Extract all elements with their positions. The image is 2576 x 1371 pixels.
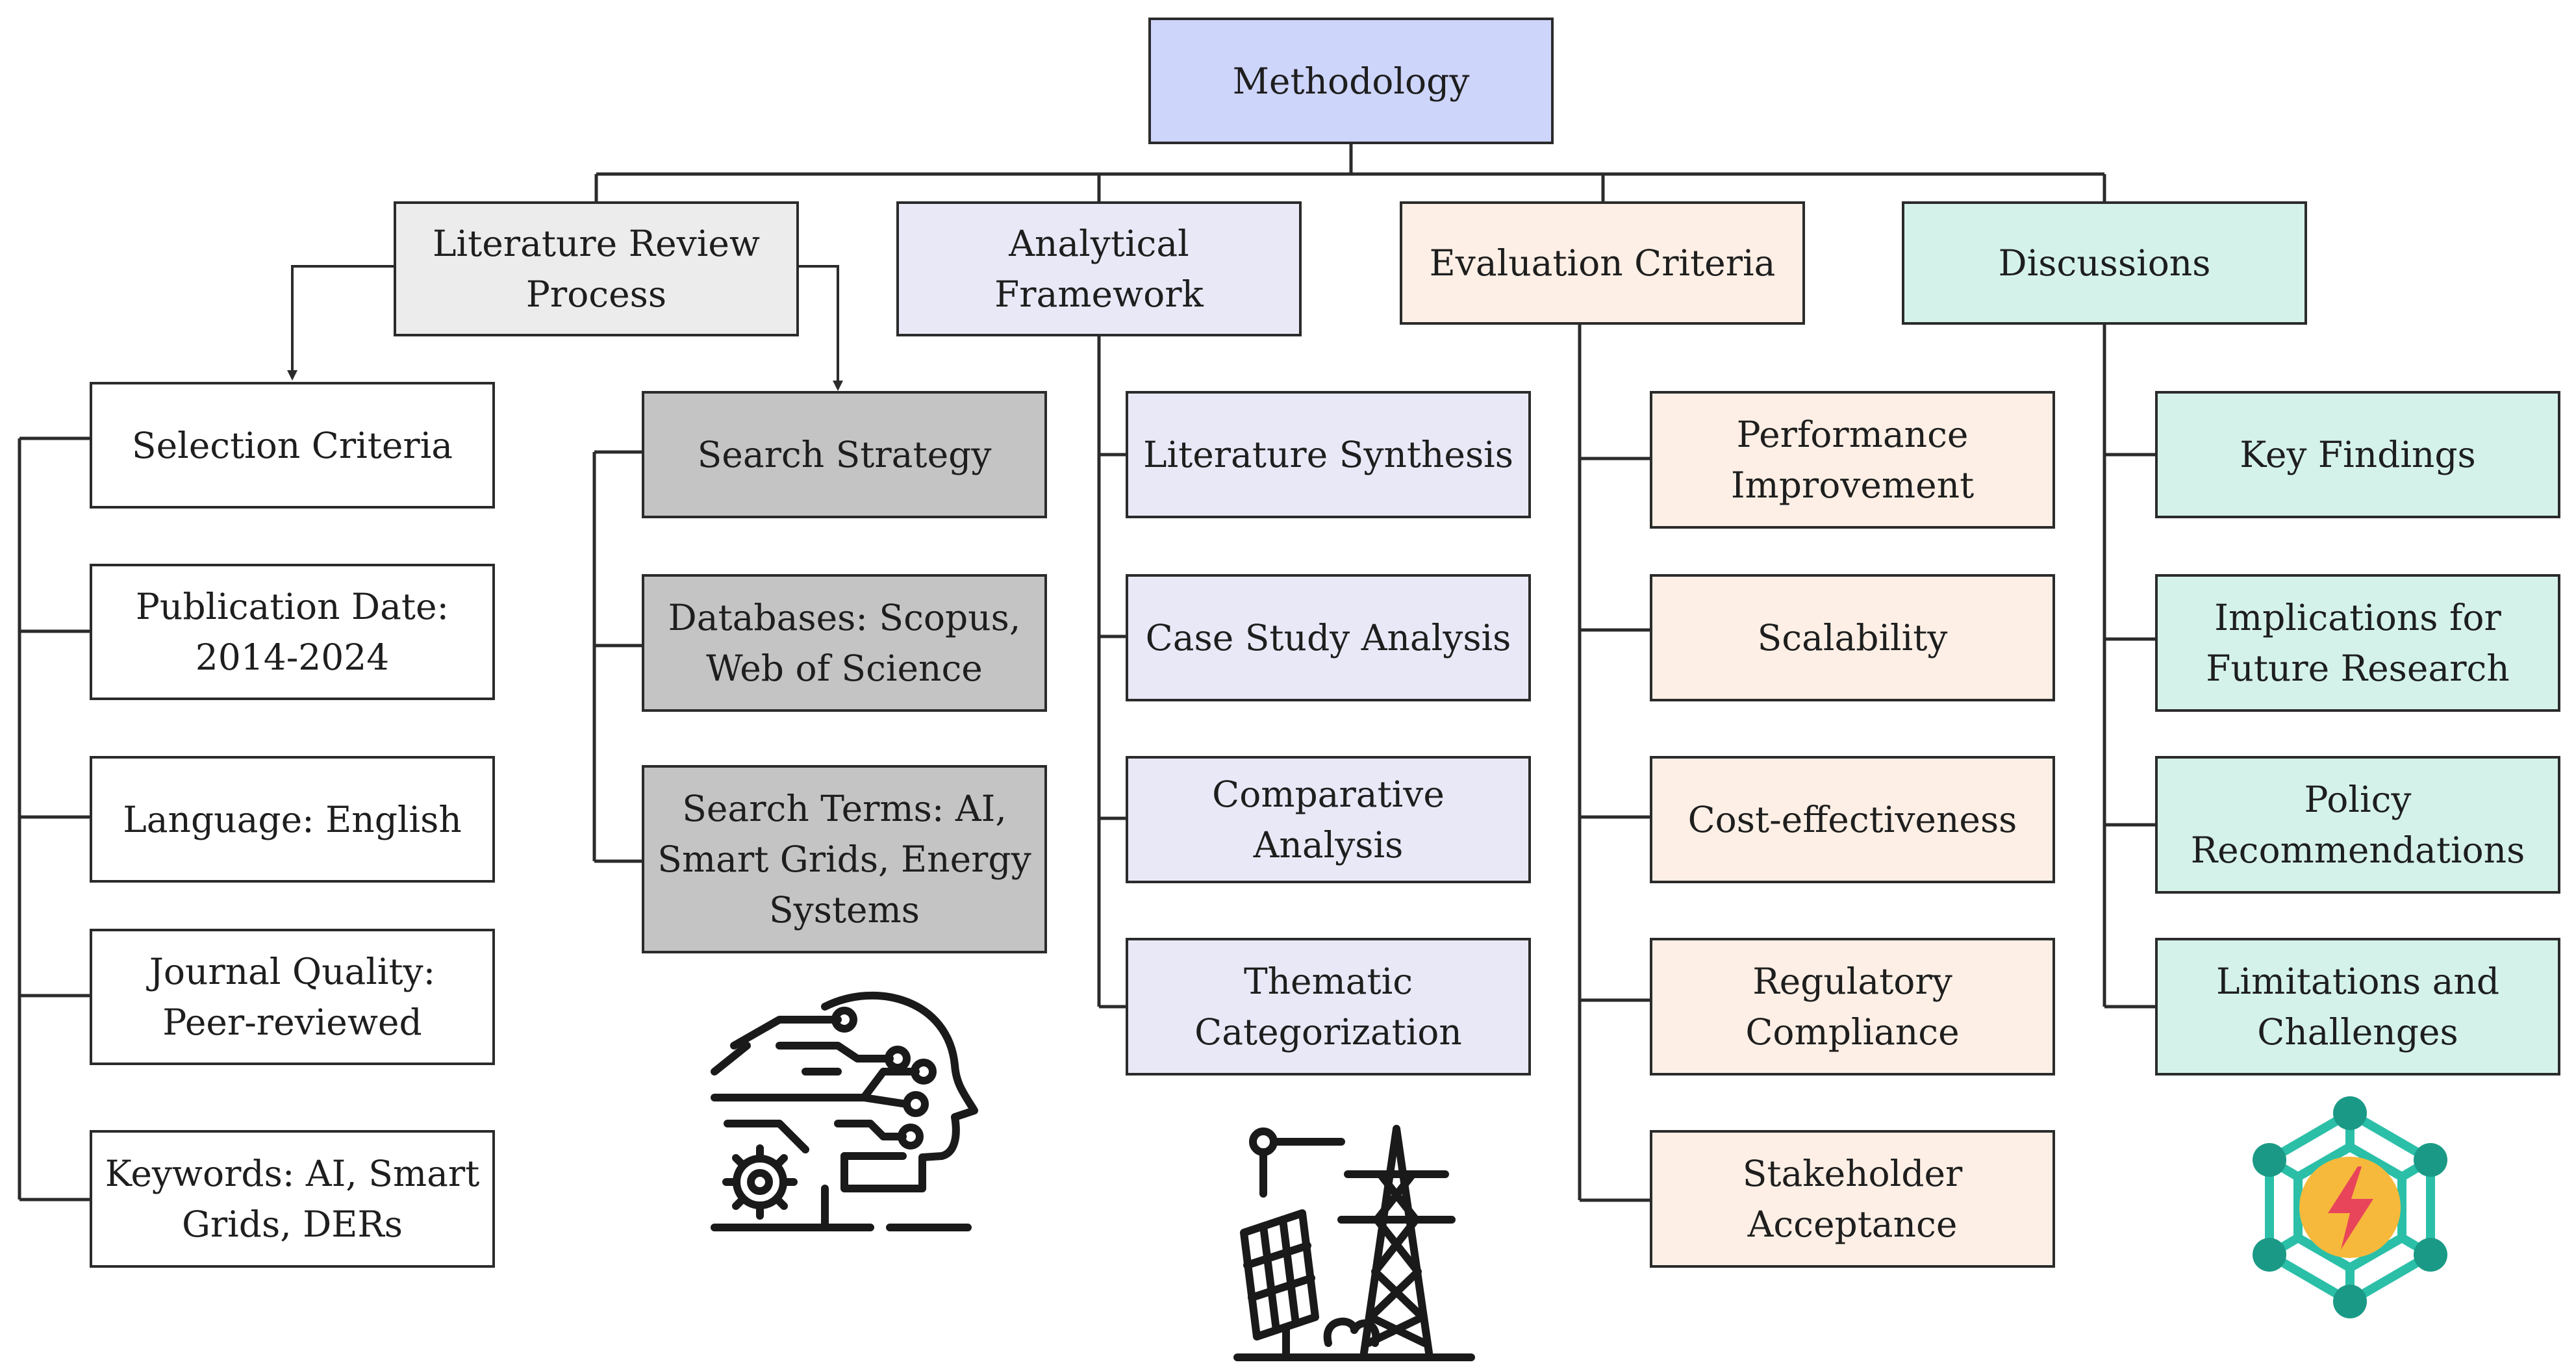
databases-label: Databases: Scopus, Web of Science — [668, 597, 1021, 689]
literature-synthesis-label: Literature Synthesis — [1143, 434, 1513, 475]
analytical-framework-box: Analytical Framework — [896, 201, 1302, 336]
publication-date-box: Publication Date: 2014-2024 — [90, 564, 495, 700]
keywords-box: Keywords: AI, Smart Grids, DERs — [90, 1130, 495, 1268]
journal-quality-label: Journal Quality: Peer-reviewed — [149, 951, 436, 1043]
literature-review-box: Literature Review Process — [394, 201, 799, 336]
cost-effectiveness-box: Cost-effectiveness — [1650, 756, 2055, 883]
scalability-label: Scalability — [1757, 617, 1948, 659]
arrowhead-search — [833, 381, 843, 391]
solar-panel-power-tower-icon — [1233, 1125, 1475, 1361]
discussions-label: Discussions — [1998, 242, 2211, 284]
language-box: Language: English — [90, 756, 495, 883]
energy-network-hexagon-icon — [2253, 1096, 2447, 1318]
key-findings-label: Key Findings — [2240, 434, 2476, 475]
arrow-to-selection-criteria — [291, 265, 395, 371]
evaluation-criteria-box: Evaluation Criteria — [1400, 201, 1805, 325]
performance-improvement-box: Performance Improvement — [1650, 391, 2055, 529]
arrowhead-selection — [287, 370, 297, 381]
literature-review-label: Literature Review Process — [433, 223, 760, 315]
regulatory-compliance-box: Regulatory Compliance — [1650, 938, 2055, 1075]
thematic-categorization-box: Thematic Categorization — [1126, 938, 1531, 1075]
discussions-box: Discussions — [1902, 201, 2307, 325]
evaluation-criteria-label: Evaluation Criteria — [1429, 242, 1776, 284]
implications-box: Implications for Future Research — [2155, 574, 2560, 712]
keywords-label: Keywords: AI, Smart Grids, DERs — [105, 1153, 480, 1245]
methodology-label: Methodology — [1232, 60, 1470, 102]
search-strategy-label: Search Strategy — [697, 434, 992, 475]
case-study-analysis-label: Case Study Analysis — [1145, 617, 1511, 659]
search-terms-label: Search Terms: AI, Smart Grids, Energy Sy… — [657, 788, 1031, 931]
comparative-analysis-label: Comparative Analysis — [1212, 774, 1445, 866]
stakeholder-acceptance-box: Stakeholder Acceptance — [1650, 1130, 2055, 1268]
policy-recommendations-label: Policy Recommendations — [2190, 779, 2525, 871]
search-terms-box: Search Terms: AI, Smart Grids, Energy Sy… — [642, 765, 1047, 953]
methodology-root-box: Methodology — [1148, 18, 1554, 144]
regulatory-compliance-label: Regulatory Compliance — [1745, 961, 1960, 1053]
limitations-box: Limitations and Challenges — [2155, 938, 2560, 1075]
key-findings-box: Key Findings — [2155, 391, 2560, 518]
search-strategy-box: Search Strategy — [642, 391, 1047, 518]
comparative-analysis-box: Comparative Analysis — [1126, 756, 1531, 883]
selection-criteria-box: Selection Criteria — [90, 382, 495, 509]
language-label: Language: English — [123, 798, 462, 840]
case-study-analysis-box: Case Study Analysis — [1126, 574, 1531, 701]
policy-recommendations-box: Policy Recommendations — [2155, 756, 2560, 894]
literature-synthesis-box: Literature Synthesis — [1126, 391, 1531, 518]
implications-label: Implications for Future Research — [2206, 597, 2510, 689]
limitations-label: Limitations and Challenges — [2216, 961, 2500, 1053]
stakeholder-acceptance-label: Stakeholder Acceptance — [1742, 1153, 1963, 1245]
ai-head-gear-icon — [711, 991, 978, 1231]
thematic-categorization-label: Thematic Categorization — [1194, 961, 1462, 1053]
publication-date-label: Publication Date: 2014-2024 — [135, 586, 449, 678]
performance-improvement-label: Performance Improvement — [1730, 414, 1975, 506]
arrow-to-search-strategy — [798, 265, 839, 382]
analytical-framework-label: Analytical Framework — [994, 223, 1204, 315]
databases-box: Databases: Scopus, Web of Science — [642, 574, 1047, 712]
scalability-box: Scalability — [1650, 574, 2055, 701]
journal-quality-box: Journal Quality: Peer-reviewed — [90, 929, 495, 1065]
cost-effectiveness-label: Cost-effectiveness — [1687, 799, 2017, 840]
selection-criteria-label: Selection Criteria — [131, 424, 453, 466]
